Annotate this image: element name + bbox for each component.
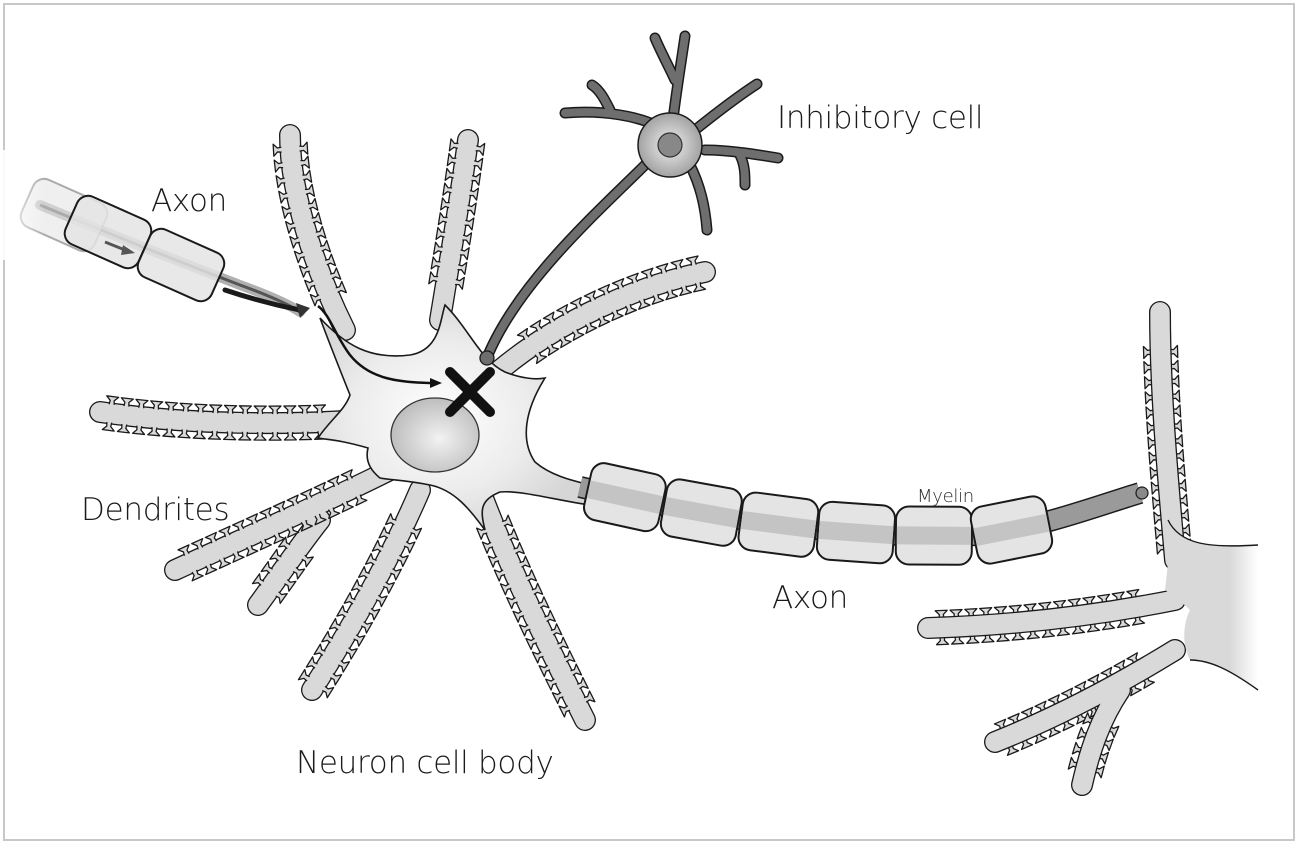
label-dendrites: Dendrites xyxy=(81,492,230,528)
myelin-segment xyxy=(969,495,1054,565)
outgoing-axon xyxy=(577,462,1149,566)
myelin-segment xyxy=(894,505,973,566)
neuron xyxy=(89,124,1192,779)
label-neuron-cell-body: Neuron cell body xyxy=(296,745,554,781)
dendritic-spines xyxy=(101,138,1192,779)
incoming-axon xyxy=(0,150,442,388)
axon-terminal xyxy=(1135,486,1149,500)
myelin-segment xyxy=(737,491,820,558)
target-cell-body xyxy=(1165,520,1258,690)
myelin-sheath xyxy=(583,462,1054,566)
signal-arrowhead xyxy=(430,378,442,388)
target-neuron xyxy=(917,301,1259,796)
myelin-segment xyxy=(659,478,743,547)
block-mark-x xyxy=(445,367,495,417)
inhibitory-terminal xyxy=(479,350,495,366)
label-axon-incoming: Axon xyxy=(151,183,228,219)
label-myelin: Myelin xyxy=(917,486,974,507)
label-inhibitory-cell: Inhibitory cell xyxy=(777,100,984,136)
myelin-segment xyxy=(583,462,667,533)
nucleus xyxy=(390,397,480,473)
diagram-frame xyxy=(3,3,1295,841)
myelin-segment xyxy=(815,500,897,565)
inhibitory-nucleus xyxy=(657,132,683,158)
inhibitory-cell xyxy=(479,30,784,366)
label-axon-outgoing: Axon xyxy=(772,580,849,616)
signal-path xyxy=(317,305,431,385)
